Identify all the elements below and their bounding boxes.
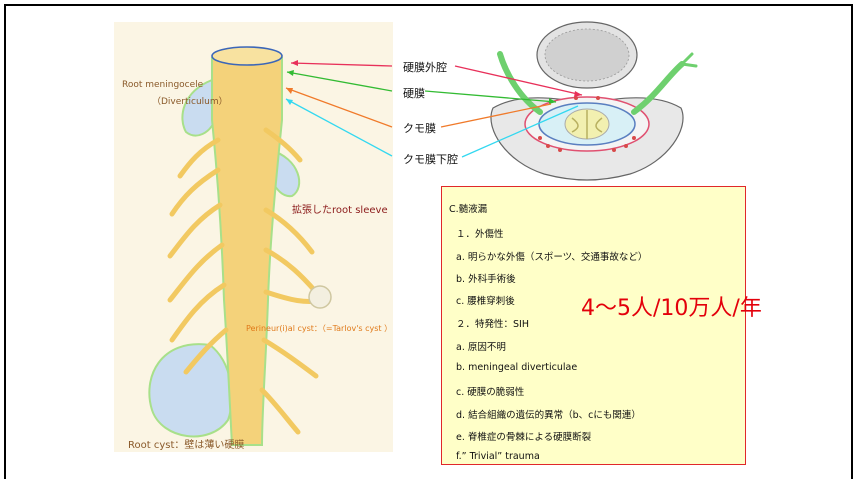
- root-cyst-label: Root cyst：壁は薄い硬膜: [128, 440, 245, 451]
- cross-section-pointer-lines: [424, 65, 583, 158]
- arachnoid-label: クモ膜: [403, 122, 436, 135]
- slide-frame: [4, 4, 853, 479]
- cord-top-opening: [211, 46, 283, 66]
- box-heading: C.髄液漏: [449, 204, 488, 215]
- tarlov-cyst: [308, 285, 332, 309]
- subarachnoid-space-label: クモ膜下腔: [403, 153, 458, 166]
- epidural-space-label: 硬膜外腔: [403, 61, 447, 74]
- sih-item-d: d. 結合組織の遺伝的異常（b、cにも関連）: [456, 410, 641, 421]
- spinal-root-drawing: [148, 46, 332, 446]
- sih-item-a: a. 原因不明: [456, 342, 506, 353]
- tarlov-cyst-label: Perineur(i)al cyst：（=Tarlov's cyst ）: [246, 324, 393, 333]
- spine-cross-section: [490, 21, 698, 181]
- sih-item-f: f.” Trivial” trauma: [456, 451, 540, 462]
- dura-label: 硬膜: [403, 87, 425, 100]
- incidence-statistic: 4～5人/10万人/年: [581, 296, 762, 321]
- trauma-heading: １．外傷性: [456, 229, 504, 240]
- root-cyst-bulge: [148, 343, 233, 438]
- sih-item-b: b. meningeal diverticulae: [456, 362, 578, 373]
- spine-pointer-arrows: [285, 60, 393, 157]
- sih-item-e: e. 脊椎症の骨棘による硬膜断裂: [456, 432, 592, 443]
- root-meningocele-pouch: [181, 78, 218, 137]
- exiting-root-right: [631, 61, 685, 115]
- sih-item-c: c. 硬膜の脆弱性: [456, 387, 525, 398]
- trauma-item-c: c. 腰椎穿刺後: [456, 296, 515, 307]
- csf-leak-causes-box: C.髄液漏 １．外傷性 a. 明らかな外傷（スポーツ、交通事故など） b. 外科…: [441, 186, 746, 465]
- spinal-cord-body: [211, 57, 283, 446]
- trauma-item-b: b. 外科手術後: [456, 274, 516, 285]
- trauma-item-a: a. 明らかな外傷（スポーツ、交通事故など）: [456, 252, 648, 263]
- spontaneous-heading: ２．特発性：SIH: [456, 319, 529, 330]
- dilated-sleeve-label: 拡張したroot sleeve: [292, 205, 388, 216]
- root-meningocele-label: Root meningocele: [122, 80, 204, 90]
- diverticulum-label: （Diverticulum）: [152, 97, 228, 107]
